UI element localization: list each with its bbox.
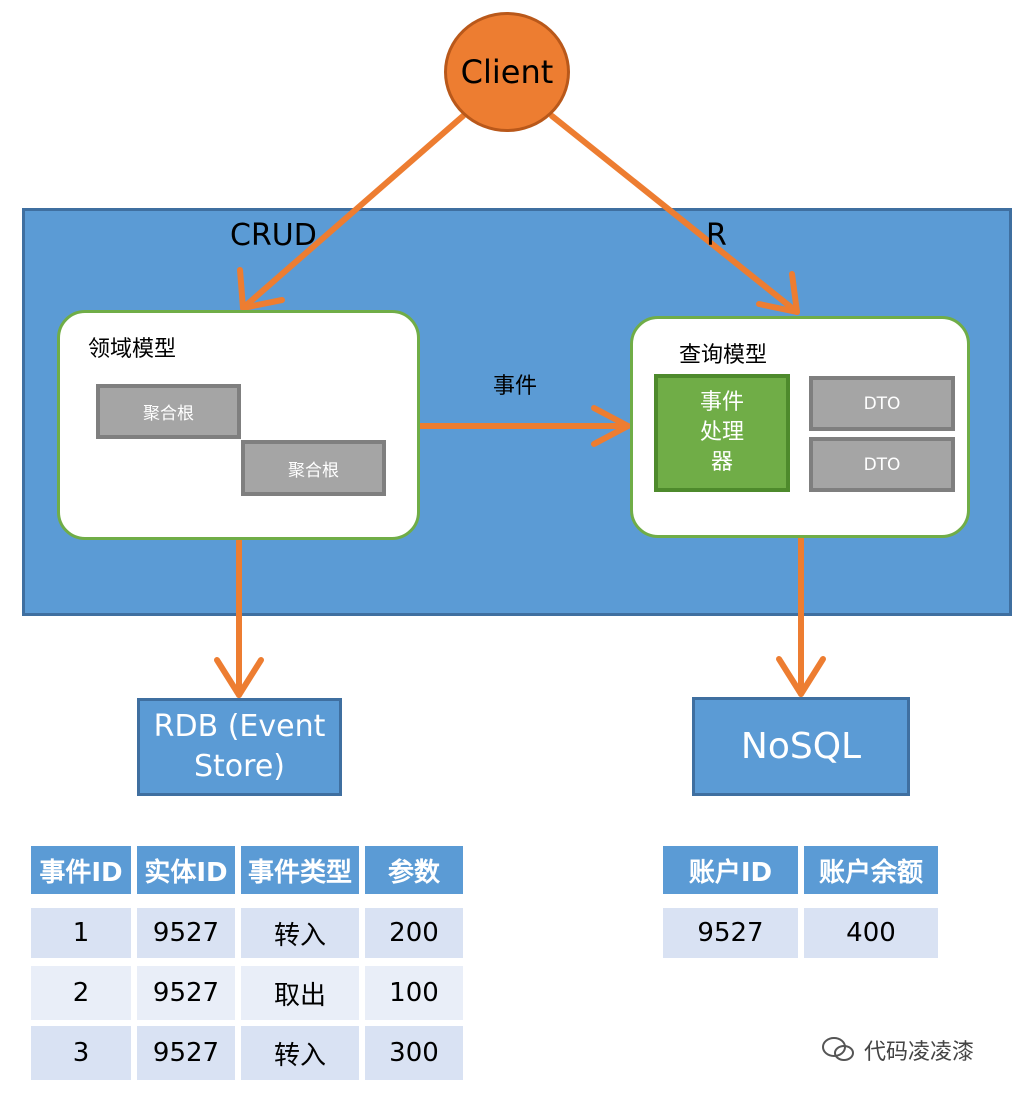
event-table-cell: 转入 [241,1026,359,1080]
nosql-label: NoSQL [740,726,862,767]
account-table-header: 账户ID [663,846,798,894]
account-table-cell: 400 [804,908,938,958]
watermark-text: 代码凌凌漆 [864,1040,975,1065]
event-table-cell: 100 [365,966,463,1020]
query-model-title: 查询模型 [679,343,768,368]
event-table-cell: 1 [31,908,131,958]
event-table-header: 实体ID [137,846,235,894]
client-node: Client [444,12,570,132]
nosql-store: NoSQL [692,697,910,796]
event-handler-line-2: 处理 [699,420,744,445]
domain-model-title: 领域模型 [88,337,177,362]
arrowhead-query-to-nosql [776,656,826,697]
arrowhead-domain-to-query [591,405,631,447]
event-table-cell: 2 [31,966,131,1020]
arrow-client-to-domain [240,113,466,311]
aggregate-root-1: 聚合根 [96,384,241,439]
event-table-cell: 取出 [241,966,359,1020]
chat-bubbles-icon [822,1037,854,1061]
arrowhead-domain-to-rdb [214,657,264,698]
event-table-cell: 转入 [241,908,359,958]
client-label: Client [460,53,554,91]
dto-label: DTO [863,393,901,414]
event-handler-line-1: 事件 [699,390,744,415]
dto-1: DTO [809,376,955,431]
account-table-header: 账户余额 [804,846,938,894]
dto-2: DTO [809,437,955,492]
aggregate-root-label: 聚合根 [288,460,339,481]
event-label: 事件 [493,374,538,399]
arrow-client-to-query [549,113,800,315]
aggregate-root-label: 聚合根 [143,404,194,424]
event-handler: 事件 处理 器 [654,374,790,492]
rdb-event-store: RDB (Event Store) [137,698,342,796]
event-table-cell: 3 [31,1026,131,1080]
account-table-cell: 9527 [663,908,798,958]
event-table-cell: 9527 [137,966,235,1020]
rdb-line-1: RDB (Event [153,709,326,744]
read-label: R [706,218,727,253]
arrowhead-client-to-domain [237,267,285,311]
event-handler-line-3: 器 [710,450,733,475]
watermark: 代码凌凌漆 [820,1030,1020,1070]
event-table-cell: 9527 [137,1026,235,1080]
event-table-cell: 9527 [137,908,235,958]
event-table-header: 事件类型 [241,846,359,894]
aggregate-root-2: 聚合根 [241,440,386,496]
event-table-cell: 200 [365,908,463,958]
event-table-header: 参数 [365,846,463,894]
crud-label: CRUD [230,218,317,253]
event-table-cell: 300 [365,1026,463,1080]
dto-label: DTO [863,454,901,475]
arrowhead-client-to-query [756,271,800,315]
event-table-header: 事件ID [31,846,131,894]
rdb-line-2: Store) [194,749,285,784]
